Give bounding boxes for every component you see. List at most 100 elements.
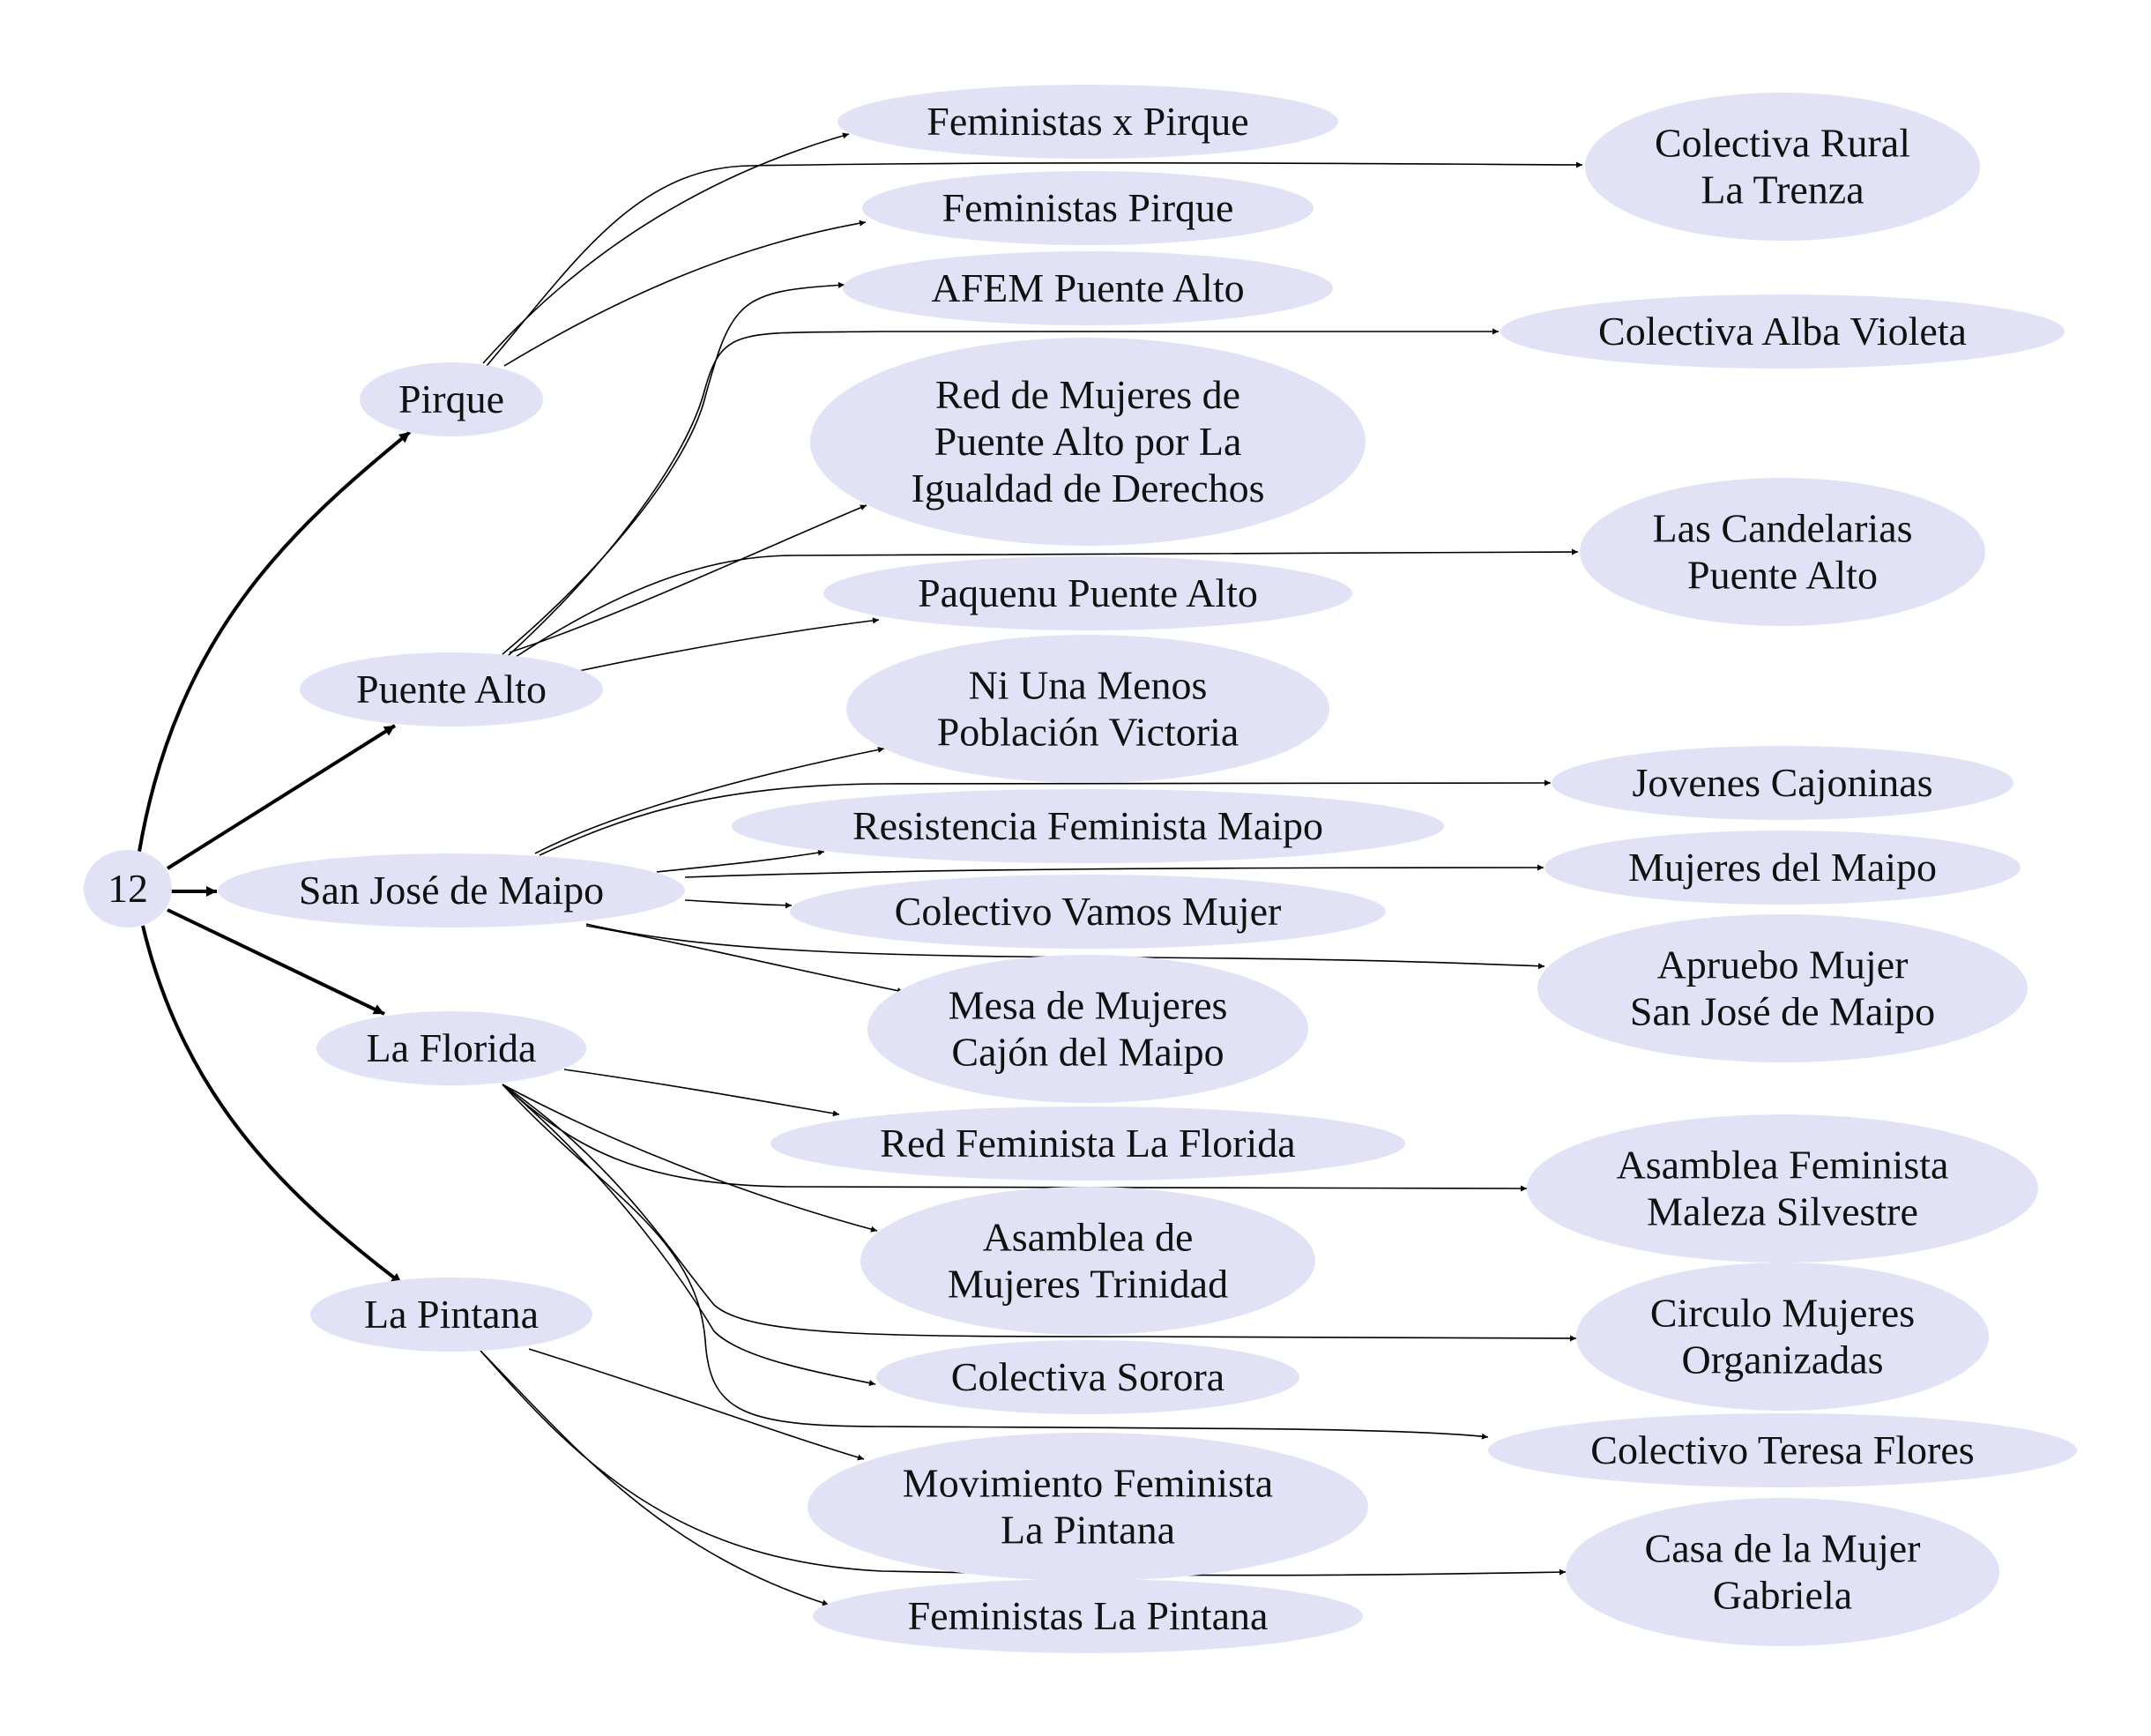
node-ellipse xyxy=(1585,93,1980,241)
node-ellipse xyxy=(846,635,1329,783)
node-puente-alto: Puente Alto xyxy=(300,652,603,726)
node-label: Feministas x Pirque xyxy=(927,99,1248,144)
node-san-jose: San José de Maipo xyxy=(218,853,685,928)
edge-to-o17 xyxy=(502,1084,1528,1192)
node-la-pintana: La Pintana xyxy=(310,1278,592,1352)
node-ellipse xyxy=(867,955,1308,1103)
edge-to-o11 xyxy=(656,849,825,873)
node-o10: Jovenes Cajoninas xyxy=(1552,746,2013,820)
edge-to-la_pintana xyxy=(141,925,404,1285)
node-label: Organizadas xyxy=(1681,1337,1883,1382)
node-label: Asamblea de xyxy=(983,1215,1194,1260)
node-label: Resistencia Feminista Maipo xyxy=(852,803,1323,848)
edge-to-o1 xyxy=(482,132,850,364)
node-label: Puente Alto xyxy=(1687,553,1878,598)
node-ellipse xyxy=(1527,1114,2038,1263)
edge-to-o10 xyxy=(539,779,1552,856)
edge-to-pirque xyxy=(138,430,412,853)
node-label: Puente Alto por La xyxy=(934,419,1242,464)
edge-to-o4 xyxy=(502,281,845,655)
edge-to-o9 xyxy=(534,746,885,854)
edge-to-o3 xyxy=(503,220,867,367)
edge-to-o24 xyxy=(480,1350,830,1606)
edge-to-o16 xyxy=(563,1069,840,1117)
node-ellipse xyxy=(300,652,603,726)
node-label: Pirque xyxy=(398,376,504,421)
node-label: Asamblea Feminista xyxy=(1617,1143,1949,1188)
node-o21: Colectivo Teresa Flores xyxy=(1488,1413,2077,1487)
edge-to-o2 xyxy=(486,161,1583,367)
node-label: Mujeres Trinidad xyxy=(948,1262,1228,1307)
node-ellipse xyxy=(1544,831,2021,905)
node-label: Apruebo Mujer xyxy=(1657,943,1909,987)
node-ellipse xyxy=(837,85,1338,159)
node-o20: Colectiva Sorora xyxy=(876,1340,1299,1414)
node-root: 12 xyxy=(84,850,172,928)
node-o24: Feministas La Pintana xyxy=(813,1579,1363,1653)
node-label: Ni Una Menos xyxy=(969,663,1208,708)
node-label: AFEM Puente Alto xyxy=(931,265,1244,310)
node-label: Las Candelarias xyxy=(1652,506,1912,551)
node-label: Feministas La Pintana xyxy=(908,1593,1269,1638)
node-o5: Colectiva Alba Violeta xyxy=(1500,294,2065,369)
node-o4: AFEM Puente Alto xyxy=(843,251,1333,325)
node-label: La Florida xyxy=(367,1025,537,1070)
node-ellipse xyxy=(84,850,172,928)
node-label: Circulo Mujeres xyxy=(1650,1291,1915,1336)
node-label: San José de Maipo xyxy=(1630,989,1935,1034)
node-label: Puente Alto xyxy=(356,667,547,712)
node-ellipse xyxy=(316,1011,586,1085)
node-ellipse xyxy=(1500,294,2065,369)
node-ellipse xyxy=(1537,914,2028,1062)
node-label: 12 xyxy=(108,866,148,911)
node-ellipse xyxy=(860,1187,1315,1335)
node-label: Casa de la Mujer xyxy=(1645,1526,1921,1571)
edge-to-o12 xyxy=(684,864,1544,878)
node-label: Maleza Silvestre xyxy=(1647,1189,1918,1234)
node-label: La Pintana xyxy=(364,1292,539,1337)
node-ellipse xyxy=(360,362,543,436)
node-label: Red de Mujeres de xyxy=(935,372,1240,417)
edges-layer xyxy=(138,132,1583,1606)
node-label: San José de Maipo xyxy=(299,868,604,913)
node-label: Cajón del Maipo xyxy=(951,1030,1224,1075)
node-label: Igualdad de Derechos xyxy=(911,466,1264,510)
edge-to-o20 xyxy=(502,1084,876,1387)
node-o16: Red Feminista La Florida xyxy=(770,1106,1405,1181)
node-o12: Mujeres del Maipo xyxy=(1544,831,2021,905)
node-o3: Feministas Pirque xyxy=(862,171,1314,245)
node-ellipse xyxy=(862,171,1314,245)
node-pirque: Pirque xyxy=(360,362,543,436)
edge-to-o8 xyxy=(574,617,880,673)
node-ellipse xyxy=(813,1579,1363,1653)
node-ellipse xyxy=(823,556,1352,630)
node-label: Paquenu Puente Alto xyxy=(918,570,1258,615)
node-ellipse xyxy=(1552,746,2013,820)
node-label: La Pintana xyxy=(1001,1508,1175,1553)
edge-to-o19 xyxy=(502,1084,1577,1342)
node-ellipse xyxy=(732,789,1444,863)
edge-to-o18 xyxy=(502,1084,878,1233)
edge-to-o5 xyxy=(506,328,1500,658)
edge-to-puente_alto xyxy=(166,724,397,870)
node-ellipse xyxy=(1488,1413,2077,1487)
edge-to-o21 xyxy=(502,1084,1489,1440)
node-la-florida: La Florida xyxy=(316,1011,586,1085)
node-ellipse xyxy=(1576,1263,1989,1411)
node-label: Colectiva Sorora xyxy=(951,1354,1224,1399)
node-label: Gabriela xyxy=(1713,1573,1852,1618)
edge-to-o15 xyxy=(585,925,904,995)
node-ellipse xyxy=(1580,478,1985,626)
